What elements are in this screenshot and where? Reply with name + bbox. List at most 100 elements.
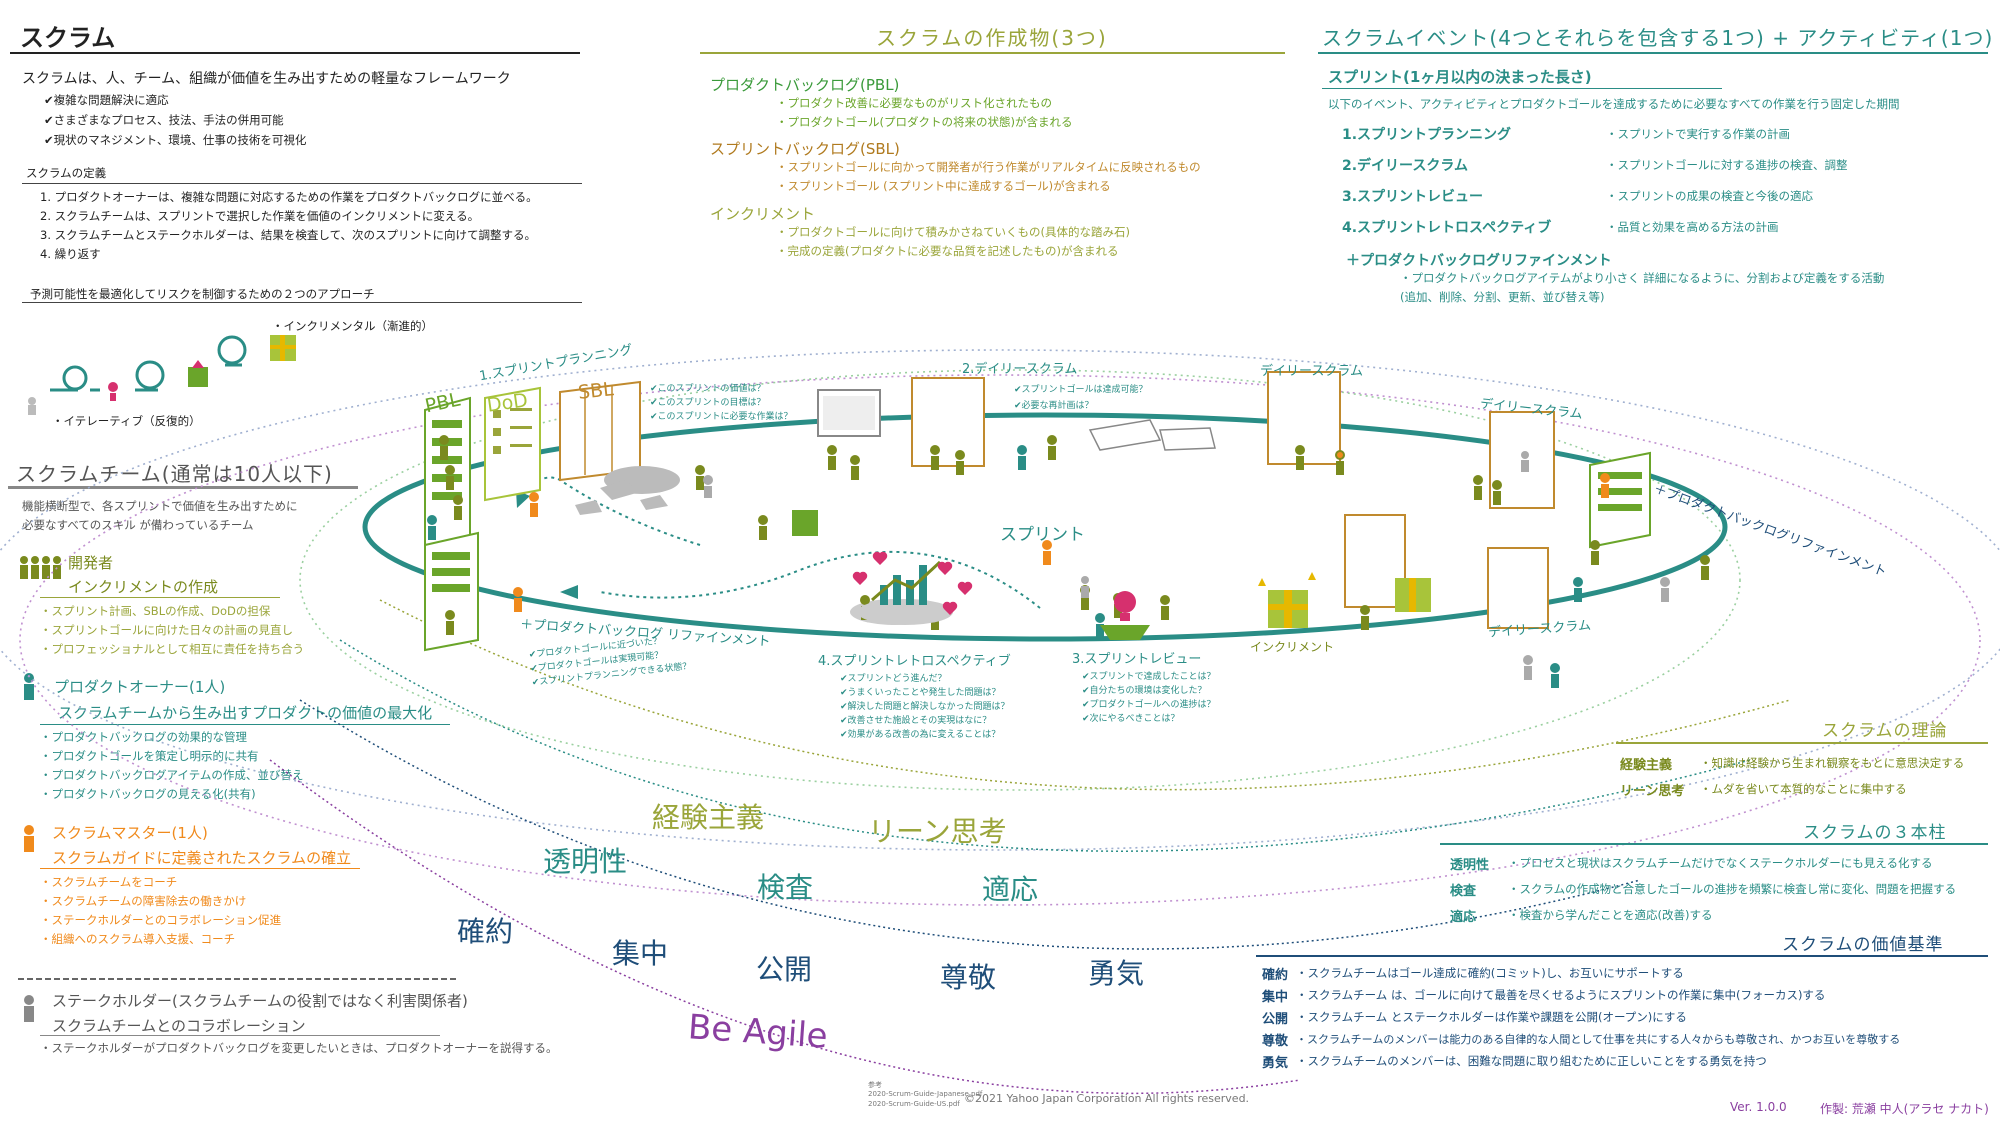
word-transparency: 透明性 (543, 845, 628, 878)
refinement-desc: (追加、削除、分割、更新、並び替え等) (1400, 290, 1605, 304)
value-text: ・スクラムチームのメンバーは、困難な問題に取り組むために正しいことをする勇気を持… (1296, 1054, 1767, 1068)
pillar-value: ・検査から学んだことを適応(改善)する (1508, 908, 1713, 922)
retro-question: ✔スプリントどう進んだ？ (840, 674, 947, 684)
review-questions: ✔スプリントで達成したことは？ ✔自分たちの環境は変化した？ ✔プロダクトゴール… (1082, 670, 1216, 726)
daily-question: ✔スプリントゴールは達成可能？ (1014, 385, 1148, 395)
person-icon (28, 405, 36, 415)
title-underline (10, 52, 580, 54)
team-members (427, 435, 1710, 688)
planning-monitor (817, 389, 881, 437)
planning-questions: ✔このスプリントの価値は？ ✔このスプリントの目標は？ ✔このスプリントに必要な… (650, 382, 793, 424)
increment-gift-icon (1258, 572, 1316, 628)
outer-dotted-ring (19, 374, 1981, 906)
retro-question: ✔解決した問題と解決しなかった問題は？ (840, 702, 1010, 712)
planning-question: ✔このスプリントに必要な作業は？ (650, 412, 793, 422)
retro-question: ✔うまくいったことや発生した問題は？ (840, 688, 1001, 698)
increment-item: ・完成の定義(プロダクトに必要な品質を記述したもの)が含まれる (776, 244, 1119, 258)
values-title: スクラムの価値基準 (1782, 935, 1944, 955)
increment-label: インクリメント (1250, 640, 1335, 654)
planning-question: ✔このスプリントの目標は？ (650, 398, 766, 408)
word-lean: リーン思考 (868, 815, 1007, 848)
theory-rule (1616, 742, 1988, 744)
daily-scrum-label: デイリースクラム (1260, 364, 1363, 379)
retrospective-label: 4.スプリントレトロスペクティブ (818, 654, 1011, 669)
pillar-value: ・プロセスと現状はスクラムチームだけでなくステークホルダーにも見える化する (1508, 856, 1933, 870)
stakeholder-dashed-rule (18, 978, 458, 980)
pbl-item: ・プロダクトゴール(プロダクトの将来の状態)が含まれる (776, 115, 1073, 129)
scrum-master-rule (40, 868, 360, 869)
pillar-key: 適応 (1450, 910, 1477, 925)
developers-item: ・プロフェッショナルとして相互に責任を持ち合う (40, 642, 305, 656)
event-desc: ・スプリントゴールに対する進捗の検査、調整 (1606, 158, 1848, 172)
pbl-board-right (1589, 451, 1651, 549)
definition-item: 2. スクラムチームは、スプリントで選択した作業を価値のインクリメントに変える。 (40, 209, 480, 223)
pillar-key: 検査 (1450, 884, 1477, 899)
product-owner-subtitle: スクラムチームから生み出すプロダクトの価値の最大化 (58, 704, 433, 722)
word-courage: 勇気 (1088, 957, 1145, 990)
events-title: スクラムイベント(4つとそれらを包含する1つ) + アクティビティ(1つ) (1322, 26, 1994, 50)
sprint-center-label: スプリント (1000, 525, 1085, 545)
value-text: ・スクラムチームのメンバーは能力のある自律的な人間として仕事を共にする人々からも… (1296, 1033, 1901, 1046)
task-cards (575, 480, 668, 515)
word-focus: 集中 (612, 937, 669, 970)
value-key: 集中 (1262, 990, 1289, 1005)
team-desc: 必要なすべてのスキル が備わっているチーム (22, 518, 254, 532)
reference-link: 2020-Scrum-Guide-Japanese.pdf (868, 1090, 983, 1098)
pillar-row: 検査 ・スクラムの作成物と合意したゴールの進捗を頻繁に検査し常に変化、問題を把握… (1450, 880, 1990, 906)
theory-value: ・知識は経験から生まれ観察をもとに意思決定する (1700, 756, 1965, 770)
review-idea-icon (1100, 591, 1150, 640)
incremental-label: ・インクリメンタル（漸進的） (272, 319, 433, 333)
developers-rule (40, 597, 280, 598)
idea-icon (108, 382, 118, 392)
arrow-head (560, 585, 578, 599)
event-name: 4.スプリントレトロスペクティブ (1342, 220, 1552, 236)
developers-title: 開発者 (68, 554, 114, 572)
word-empiricism: 経験主義 (652, 801, 765, 834)
product-owner-item: ・プロダクトバックログアイテムの作成、並び替え (40, 768, 304, 782)
pbl-item: ・プロダクト改善に必要なものがリスト化されたもの (776, 96, 1052, 110)
definition-item: 3. スクラムチームとステークホルダーは、結果を検査して、次のスプリントに向けて… (40, 228, 537, 242)
developers-list: ・スプリント計画、SBLの作成、DoDの担保 ・スプリントゴールに向けた日々の計… (40, 602, 304, 659)
retrospective-questions: ✔スプリントどう進んだ？ ✔うまくいったことや発生した問題は？ ✔解決した問題と… (840, 672, 1010, 742)
scrum-master-item: ・スクラムチームの障害除去の働きかけ (40, 894, 247, 908)
word-commitment: 確約 (457, 915, 514, 948)
increment-title: インクリメント (710, 205, 816, 223)
team-title: スクラムチーム(通常は10人以下) (16, 462, 333, 486)
intro-item: ✔現状のマネジメント、環境、仕事の技術を可視化 (44, 133, 307, 147)
scrum-master-list: ・スクラムチームをコーチ ・スクラムチームの障害除去の働きかけ ・ステークホルダ… (40, 873, 281, 949)
papers-icon (1088, 419, 1216, 451)
value-row: 確約 ・スクラムチームはゴール達成に確約(コミット)し、お互いにサポートする (1262, 964, 1992, 986)
team-desc: 機能横断型で、各スプリントで価値を生み出すために (22, 499, 298, 513)
intro-text: スクラムは、人、チーム、組織が価値を生み出すための軽量なフレームワーク (22, 71, 511, 87)
retro-question: ✔効果がある改善の為に変えることは？ (840, 730, 1001, 740)
sprint-desc: 以下のイベント、アクティビティとプロダクトゴールを達成するために必要なすべての作… (1328, 97, 1900, 111)
daily-question: ✔必要な再計画は？ (1014, 401, 1094, 411)
review-question: ✔スプリントで達成したことは？ (1082, 672, 1216, 682)
iterative-incremental-diagram (28, 335, 296, 415)
intro-list: ✔複雑な問題解決に適応 ✔さまざまなプロセス、技法、手法の併用可能 ✔現状のマネ… (44, 90, 306, 150)
artifacts-rule (700, 52, 1285, 54)
value-key: 公開 (1262, 1012, 1289, 1027)
scrum-master-subtitle: スクラムガイドに定義されたスクラムの確立 (52, 849, 352, 867)
author: 作製: 荒瀬 中人(アラセ ナカト) (1820, 1102, 1989, 1116)
scrum-master-title: スクラムマスター(1人) (52, 824, 208, 842)
stakeholder-item: ・ステークホルダーがプロダクトバックログを変更したいときは、プロダクトオーナーを… (40, 1041, 558, 1055)
word-respect: 尊敬 (940, 961, 997, 994)
planning-question: ✔このスプリントの価値は？ (650, 384, 766, 394)
review-question: ✔次にやるべきことは？ (1082, 714, 1180, 724)
scrum-master-item: ・組織へのスクラム導入支援、コーチ (40, 932, 236, 946)
developers-item: ・スプリントゴールに向けた日々の計画の見直し (40, 623, 293, 637)
value-key: 尊敬 (1262, 1034, 1289, 1049)
pillar-value: ・スクラムの作成物と合意したゴールの進捗を頻繁に検査し常に変化、問題を把握する (1508, 882, 1957, 896)
refinement-arrow (599, 550, 1041, 609)
pillars-arc (339, 639, 1751, 852)
event-name: 2.デイリースクラム (1342, 158, 1468, 174)
scrum-master-icon (24, 825, 34, 852)
pbl-title: プロダクトバックログ(PBL) (710, 76, 900, 94)
definition-item: 4. 繰り返す (40, 247, 101, 261)
increment-list: ・プロダクトゴールに向けて積みかさねていくもの(具体的な踏み石) ・完成の定義(… (776, 223, 1130, 261)
value-text: ・スクラムチーム は、ゴールに向けて最善を尽くせるようにスプリントの作業に集中(… (1296, 988, 1826, 1002)
event-desc: ・スプリントで実行する作業の計画 (1606, 127, 1790, 141)
theory-key: 経験主義 (1620, 758, 1673, 773)
event-name: 3.スプリントレビュー (1342, 189, 1484, 205)
